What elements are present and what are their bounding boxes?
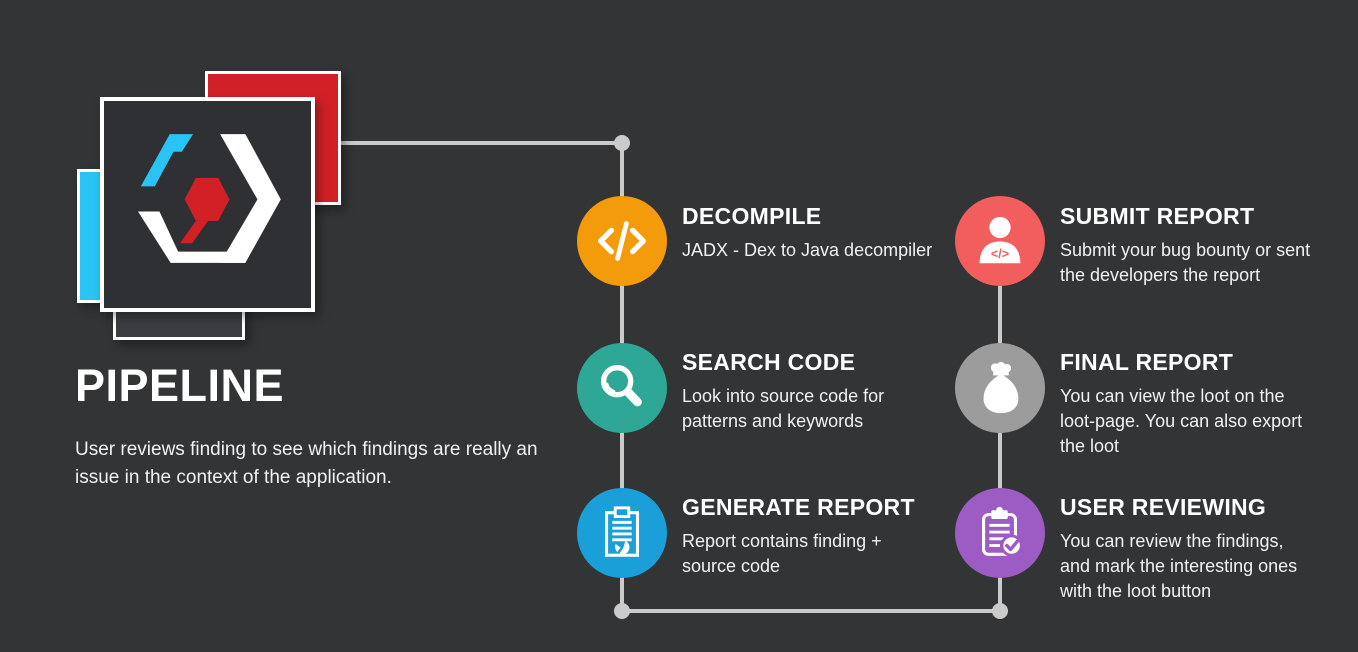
logo-hex-white-chevron xyxy=(219,133,281,263)
step-description: Look into source code for patterns and k… xyxy=(682,386,885,431)
step-title: USER REVIEWING xyxy=(1060,494,1267,520)
connector-line-top xyxy=(341,141,622,145)
money-bag-icon xyxy=(983,361,1019,414)
step-title: GENERATE REPORT xyxy=(682,494,915,520)
step-description: Report contains finding + source code xyxy=(682,531,882,576)
search-code-circle xyxy=(577,343,667,433)
magnifier-icon xyxy=(600,365,642,407)
connector-dot-bottom-right xyxy=(992,603,1008,619)
step-description: JADX - Dex to Java decompiler xyxy=(682,240,933,260)
connector-dot-bottom-left xyxy=(614,603,630,619)
step-title: SUBMIT REPORT xyxy=(1060,203,1255,229)
connector-line-bottom xyxy=(622,609,1000,613)
svg-text:</>: </> xyxy=(991,247,1009,261)
generate-report-text: GENERATE REPORT Report contains finding … xyxy=(682,494,962,579)
final-report-circle xyxy=(955,343,1045,433)
step-description: You can review the findings, and mark th… xyxy=(1060,531,1298,601)
person-code-icon: </> xyxy=(979,216,1021,264)
final-report-text: FINAL REPORT You can view the loot on th… xyxy=(1060,349,1358,459)
logo-card-main xyxy=(100,97,315,312)
step-title: SEARCH CODE xyxy=(682,349,856,375)
pie-glyph xyxy=(615,540,630,555)
user-reviewing-circle xyxy=(955,488,1045,578)
logo-hex-white-band xyxy=(137,211,245,263)
submit-report-text: SUBMIT REPORT Submit your bug bounty or … xyxy=(1060,203,1358,288)
page-description: User reviews finding to see which findin… xyxy=(75,439,538,488)
logo-hex-red-tail xyxy=(179,220,208,243)
step-description: You can view the loot on the loot-page. … xyxy=(1060,386,1303,456)
page-title: PIPELINE xyxy=(75,360,285,411)
clipboard-check-icon xyxy=(982,506,1023,557)
hexagon-code-logo-icon xyxy=(137,133,281,263)
decompile-circle xyxy=(577,196,667,286)
step-title: DECOMPILE xyxy=(682,203,822,229)
user-reviewing-text: USER REVIEWING You can review the findin… xyxy=(1060,494,1358,604)
generate-report-circle xyxy=(577,488,667,578)
submit-report-circle: </> xyxy=(955,196,1045,286)
report-clipboard-icon xyxy=(604,506,640,557)
step-description: Submit your bug bounty or sent the devel… xyxy=(1060,240,1311,285)
connector-dot-top xyxy=(614,135,630,151)
step-title: FINAL REPORT xyxy=(1060,349,1234,375)
search-code-text: SEARCH CODE Look into source code for pa… xyxy=(682,349,962,434)
logo-hex-red-nut xyxy=(184,177,229,221)
logo-hex-blue-segment xyxy=(140,133,193,186)
decompile-text: DECOMPILE JADX - Dex to Java decompiler xyxy=(682,203,962,263)
code-icon xyxy=(598,221,646,261)
